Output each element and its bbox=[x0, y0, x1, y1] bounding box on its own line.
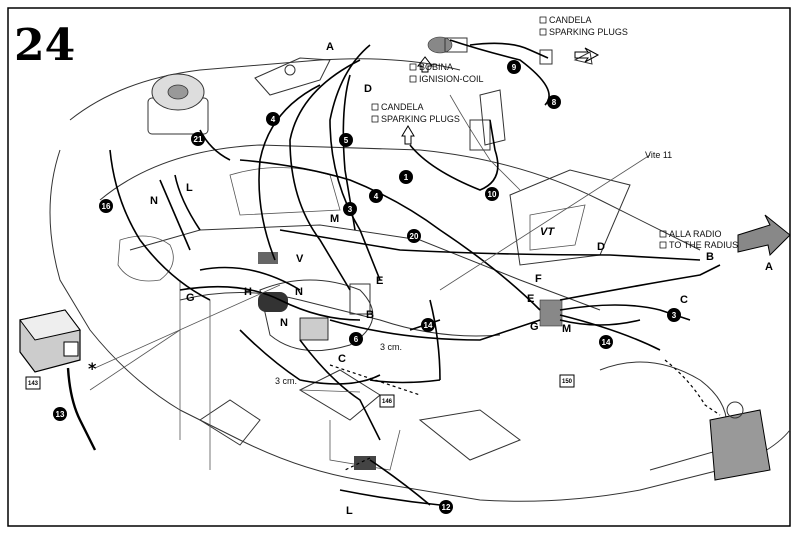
svg-text:3: 3 bbox=[672, 311, 677, 320]
spark-plug-cap bbox=[469, 89, 506, 151]
marker: 21 bbox=[191, 132, 205, 146]
battery bbox=[19, 309, 81, 373]
letter-label: M bbox=[330, 213, 339, 225]
horn-component bbox=[147, 73, 209, 135]
marker: 13 bbox=[53, 407, 67, 421]
svg-text:150: 150 bbox=[562, 379, 573, 385]
label-vite: Vite 11 bbox=[645, 150, 672, 160]
letter-label: H bbox=[244, 286, 252, 298]
arrow-up-icon bbox=[416, 56, 434, 73]
arrow-down-icon bbox=[401, 125, 415, 145]
svg-text:14: 14 bbox=[602, 338, 611, 347]
letter-label: A bbox=[326, 41, 334, 53]
asterisk-mark: * bbox=[88, 359, 97, 378]
label-cm-1: 3 cm. bbox=[380, 342, 402, 352]
letter-label: L bbox=[186, 182, 193, 194]
svg-text:12: 12 bbox=[442, 503, 451, 512]
label-candela-top: CANDELA bbox=[549, 15, 592, 25]
marker: 14 bbox=[599, 335, 613, 349]
letter-label: N bbox=[150, 195, 158, 207]
label-bobina: BOBINA bbox=[419, 62, 453, 72]
svg-text:6: 6 bbox=[354, 335, 359, 344]
ref-box: 150 bbox=[559, 374, 575, 388]
ref-box: 143 bbox=[25, 376, 41, 390]
handlebar-switch bbox=[254, 57, 331, 96]
frame-border bbox=[7, 7, 791, 527]
letter-label: A bbox=[765, 261, 773, 273]
letter-label: G bbox=[530, 321, 539, 333]
letter-label: D bbox=[597, 241, 605, 253]
svg-text:1: 1 bbox=[404, 173, 409, 182]
coil-labels: BOBINA IGNISION-COIL bbox=[409, 56, 484, 84]
label-candela-mid: CANDELA bbox=[381, 102, 424, 112]
letter-label: B bbox=[366, 309, 374, 321]
marker: 14 bbox=[421, 318, 435, 332]
marker: 4 bbox=[266, 112, 280, 126]
svg-text:3: 3 bbox=[348, 205, 353, 214]
letter-label: L bbox=[346, 505, 353, 517]
svg-text:13: 13 bbox=[56, 410, 65, 419]
label-radio-en: TO THE RADIUS bbox=[669, 240, 738, 250]
marker: 5 bbox=[339, 133, 353, 147]
marker: 20 bbox=[407, 229, 421, 243]
svg-text:143: 143 bbox=[28, 381, 39, 387]
letter-label: N bbox=[295, 286, 303, 298]
letter-label: E bbox=[376, 275, 383, 287]
marker: 12 bbox=[439, 500, 453, 514]
svg-text:VT: VT bbox=[540, 226, 555, 238]
svg-text:14: 14 bbox=[424, 321, 433, 330]
marker: 3 bbox=[667, 308, 681, 322]
license-plate bbox=[709, 401, 771, 481]
svg-text:16: 16 bbox=[102, 202, 111, 211]
marker: 1 bbox=[399, 170, 413, 184]
svg-text:146: 146 bbox=[382, 399, 393, 405]
label-radio-it: ALLA RADIO bbox=[669, 229, 722, 239]
svg-text:8: 8 bbox=[552, 98, 557, 107]
svg-text:4: 4 bbox=[271, 115, 276, 124]
ref-box: 146 bbox=[379, 394, 395, 408]
marker: 6 bbox=[349, 332, 363, 346]
marker: 8 bbox=[547, 95, 561, 109]
marker: 10 bbox=[485, 187, 499, 201]
svg-text:21: 21 bbox=[194, 135, 203, 144]
radio-labels: ALLA RADIO TO THE RADIUS bbox=[659, 229, 738, 250]
letter-label: N bbox=[280, 317, 288, 329]
letter-label: M bbox=[562, 323, 571, 335]
ignition-coil bbox=[427, 36, 468, 54]
letter-label: V bbox=[296, 253, 304, 265]
label-sparking-mid: SPARKING PLUGS bbox=[381, 114, 460, 124]
svg-text:5: 5 bbox=[344, 136, 349, 145]
marker: 16 bbox=[99, 199, 113, 213]
radio-arrow bbox=[737, 214, 791, 257]
svg-text:20: 20 bbox=[410, 232, 419, 241]
svg-text:10: 10 bbox=[488, 190, 497, 199]
reference-boxes: 143 150 146 bbox=[25, 374, 575, 408]
letter-label: E bbox=[527, 293, 534, 305]
letter-label: C bbox=[338, 353, 346, 365]
marker: 3 bbox=[343, 202, 357, 216]
letter-label: F bbox=[535, 273, 542, 285]
figure-number: 24 bbox=[14, 20, 75, 71]
marker: 9 bbox=[507, 60, 521, 74]
letter-label: C bbox=[680, 294, 688, 306]
letter-label: G bbox=[186, 292, 195, 304]
marker: 4 bbox=[369, 189, 383, 203]
label-sparking-top: SPARKING PLUGS bbox=[549, 27, 628, 37]
svg-text:9: 9 bbox=[512, 63, 517, 72]
letter-label: B bbox=[706, 251, 714, 263]
connector-block-center bbox=[258, 252, 563, 470]
mid-plug-labels: CANDELA SPARKING PLUGS bbox=[371, 102, 460, 145]
label-ignition: IGNISION-COIL bbox=[419, 74, 484, 84]
arrow-left-icon bbox=[574, 47, 600, 63]
letter-labels: A D B A C D F E G M L N G H N N E B V C … bbox=[150, 41, 773, 517]
number-markers: 4 5 9 8 10 1 4 3 20 21 16 14 3 14 6 13 1… bbox=[53, 60, 681, 514]
letter-label: D bbox=[364, 83, 372, 95]
label-cm-2: 3 cm. bbox=[275, 376, 297, 386]
top-right-labels: CANDELA SPARKING PLUGS bbox=[539, 15, 628, 63]
spark-plug bbox=[539, 49, 593, 65]
svg-text:4: 4 bbox=[374, 192, 379, 201]
